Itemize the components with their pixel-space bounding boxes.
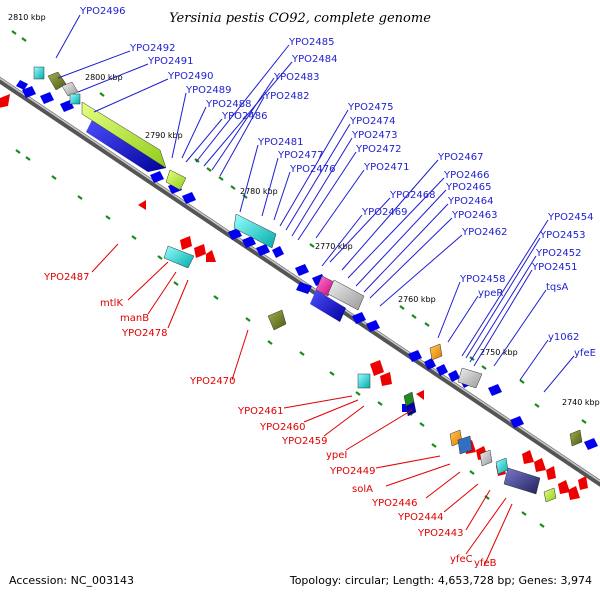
label-YPO2466: YPO2466 [443, 170, 489, 181]
label-YPO2469: YPO2469 [361, 207, 407, 218]
label-YPO2496: YPO2496 [79, 6, 125, 17]
genome-summary-text: Topology: circular; Length: 4,653,728 bp… [289, 574, 592, 587]
label-YPO2452: YPO2452 [535, 248, 581, 259]
label-YPO2470: YPO2470 [189, 376, 235, 387]
label-YPO2487: YPO2487 [43, 272, 89, 283]
ruler-labels: 2810 kbp 2800 kbp 2790 kbp 2780 kbp 2770… [8, 13, 600, 407]
label-YPO2489: YPO2489 [185, 85, 231, 96]
ruler-2770: 2770 kbp [315, 242, 353, 251]
label-solA: solA [352, 484, 373, 495]
label-YPO2490: YPO2490 [167, 71, 213, 82]
label-YPO2465: YPO2465 [445, 182, 491, 193]
label-YPO2460: YPO2460 [259, 422, 305, 433]
ruler-2780: 2780 kbp [240, 187, 278, 196]
ruler-2750: 2750 kbp [480, 348, 518, 357]
label-YPO2472: YPO2472 [355, 144, 401, 155]
label-YPO2464: YPO2464 [447, 196, 493, 207]
reverse-leaders [91, 243, 513, 567]
label-YPO2474: YPO2474 [349, 116, 395, 127]
label-y1062: y1062 [548, 332, 579, 343]
label-yfeE: yfeE [574, 348, 596, 359]
label-manB: manB [120, 313, 149, 324]
label-YPO2484: YPO2484 [291, 54, 337, 65]
ruler-2810: 2810 kbp [8, 13, 46, 22]
label-YPO2451: YPO2451 [531, 262, 577, 273]
label-YPO2446: YPO2446 [371, 498, 417, 509]
label-YPO2459: YPO2459 [281, 436, 327, 447]
label-YPO2482: YPO2482 [263, 91, 309, 102]
ruler-2740: 2740 kbp [562, 398, 600, 407]
gene-blocks [33, 66, 583, 503]
label-YPO2473: YPO2473 [351, 130, 397, 141]
reverse-genes [0, 94, 588, 500]
label-YPO2458: YPO2458 [459, 274, 505, 285]
label-tqsA: tqsA [546, 282, 568, 293]
forward-leaders [55, 14, 575, 393]
label-ypeI: ypeI [326, 450, 347, 461]
label-YPO2491: YPO2491 [147, 56, 193, 67]
label-YPO2468: YPO2468 [389, 190, 435, 201]
label-YPO2449: YPO2449 [329, 466, 375, 477]
label-YPO2492: YPO2492 [129, 43, 175, 54]
label-YPO2476: YPO2476 [289, 164, 335, 175]
label-YPO2477: YPO2477 [277, 150, 323, 161]
label-YPO2486: YPO2486 [221, 111, 267, 122]
ruler-2790: 2790 kbp [145, 131, 183, 140]
label-yfeB: yfeB [474, 558, 497, 569]
label-YPO2462: YPO2462 [461, 227, 507, 238]
label-YPO2471: YPO2471 [363, 162, 409, 173]
label-YPO2485: YPO2485 [288, 37, 334, 48]
ruler-2760: 2760 kbp [398, 295, 436, 304]
inner-tick-track [15, 149, 545, 528]
label-YPO2461: YPO2461 [237, 406, 283, 417]
label-YPO2463: YPO2463 [451, 210, 497, 221]
label-mtlK: mtlK [100, 298, 123, 309]
label-YPO2481: YPO2481 [257, 137, 303, 148]
forward-genes [16, 80, 598, 450]
label-YPO2488: YPO2488 [205, 99, 251, 110]
label-YPO2478: YPO2478 [121, 328, 167, 339]
map-title: Yersinia pestis CO92, complete genome [169, 11, 431, 26]
label-YPO2444: YPO2444 [397, 512, 443, 523]
ruler-2800: 2800 kbp [85, 73, 123, 82]
label-yfeC: yfeC [450, 554, 473, 565]
label-YPO2453: YPO2453 [539, 230, 585, 241]
label-ypeR: ypeR [478, 288, 503, 299]
label-YPO2443: YPO2443 [417, 528, 463, 539]
label-YPO2483: YPO2483 [273, 72, 319, 83]
reverse-gene-labels: YPO2487 mtlK manB YPO2478 YPO2470 YPO246… [43, 272, 497, 569]
label-YPO2475: YPO2475 [347, 102, 393, 113]
label-YPO2454: YPO2454 [547, 212, 593, 223]
accession-text: Accession: NC_003143 [9, 574, 135, 587]
forward-gene-labels: YPO2496 YPO2492 YPO2491 YPO2490 YPO2489 … [79, 6, 596, 359]
label-YPO2467: YPO2467 [437, 152, 483, 163]
